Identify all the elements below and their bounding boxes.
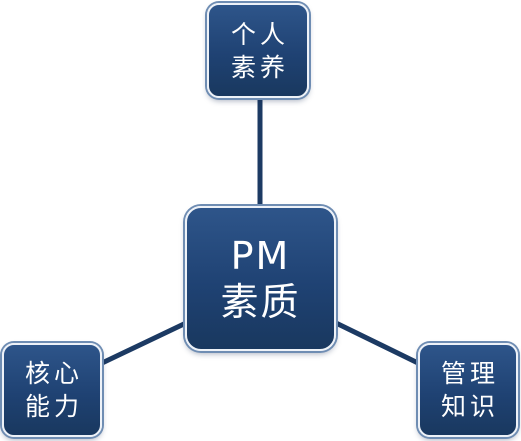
node-left-line1: 核心 — [24, 359, 83, 388]
node-right-line2: 知识 — [440, 392, 499, 421]
node-top-line1: 个人 — [230, 19, 289, 49]
node-top-line2: 素养 — [230, 52, 289, 82]
node-left-line2: 能力 — [24, 392, 83, 421]
node-core-abilities: 核心 能力 — [2, 343, 102, 437]
node-personal-qualities: 个人 素养 — [207, 3, 309, 98]
node-right-line1: 管理 — [440, 359, 499, 388]
node-pm-qualities: PM 素质 — [185, 206, 336, 351]
node-management-knowledge: 管理 知识 — [418, 343, 518, 437]
connector-left — [97, 320, 189, 367]
node-center-line1: PM — [230, 233, 291, 278]
connector-right — [333, 320, 423, 367]
node-center-line2: 素质 — [220, 279, 301, 324]
